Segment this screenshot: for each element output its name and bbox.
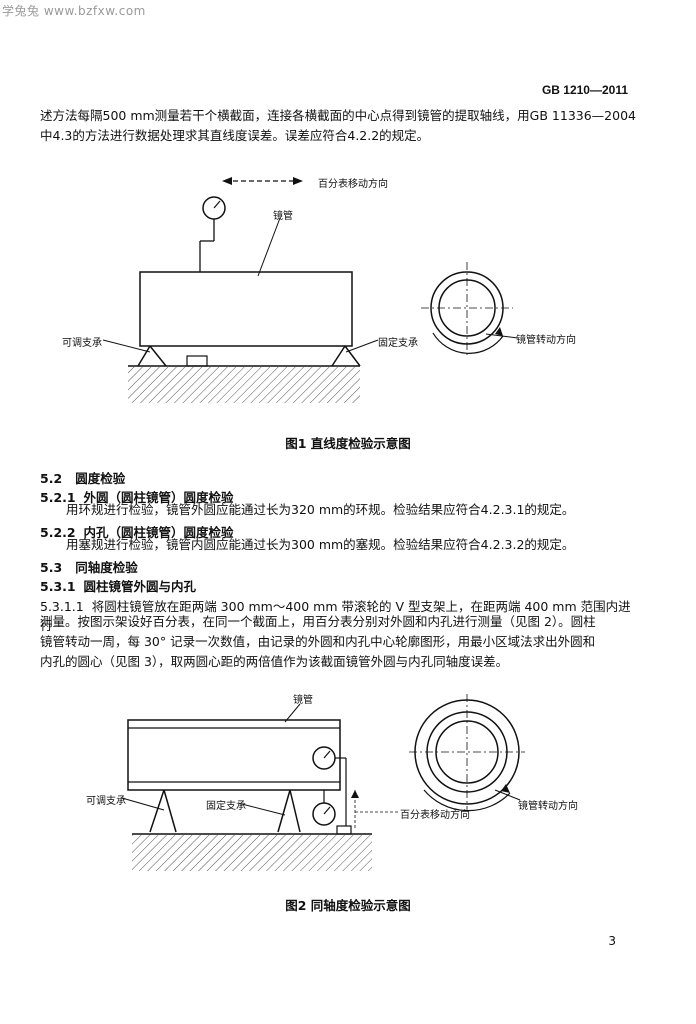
figure-2-caption: 图2 同轴度检验示意图	[285, 898, 411, 913]
section-5-3-heading: 5.3 同轴度检验	[40, 560, 138, 575]
watermark: 学兔兔 www.bzfxw.com	[2, 4, 146, 18]
inner-dial-gauge-icon	[312, 746, 347, 828]
ground-hatching-2	[132, 833, 372, 871]
mirror-pipe-side	[139, 271, 353, 347]
pipe-cross-section	[421, 262, 513, 356]
fig2-fixed-support-label: 固定支承	[206, 801, 246, 812]
fig1-pipe-label: 镜管	[273, 211, 293, 222]
fixed-support	[331, 345, 361, 367]
gauge-base-2	[336, 825, 352, 835]
section-5-3-1-heading: 5.3.1 圆柱镜管外圆与内孔	[40, 579, 197, 594]
fig1-direction-label: 百分表移动方向	[318, 179, 388, 190]
intro-line-1: 述方法每隔500 mm测量若干个横截面，连接各横截面的中心点得到镜管的提取轴线，…	[40, 108, 636, 123]
fig2-adjustable-support-label: 可调支承	[86, 796, 126, 807]
dial-gauge-icon	[199, 196, 226, 272]
page-number: 3	[608, 934, 616, 948]
section-5-3-1-1-line-2: 测量。按图示架设好百分表，在同一个截面上，用百分表分别对外圆和内孔进行测量（见图…	[40, 614, 596, 629]
figure-1-caption: 图1 直线度检验示意图	[285, 436, 411, 451]
section-5-3-1-1-line-4: 内孔的圆心（见图 3），取两圆心距的两倍值作为该截面镜管外圆与内孔同轴度误差。	[40, 654, 509, 669]
fig2-pipe-label: 镜管	[293, 695, 313, 706]
pipe-leader-line	[257, 217, 281, 277]
gauge-base	[186, 355, 208, 367]
section-5-2-1-body: 用环规进行检验，镜管外圆应能通过长为320 mm的环规。检验结果应符合4.2.3…	[66, 502, 575, 517]
section-5-2-heading: 5.2 圆度检验	[40, 471, 126, 486]
section-5-2-1-heading: 5.2.1 外圆（圆柱镜管）圆度检验	[40, 490, 234, 505]
outer-dial-gauge-icon	[312, 790, 336, 826]
section-5-2-2-body: 用塞规进行检验，镜管内圆应能通过长为300 mm的塞规。检验结果应符合4.2.3…	[66, 537, 575, 552]
section-5-3-1-1-line-1: 5.3.1.1 将圆柱镜管放在距两端 300 mm～400 mm 带滚轮的 V …	[40, 599, 631, 633]
fig2-direction-label: 百分表移动方向	[400, 810, 470, 821]
fixed-support-2	[277, 789, 301, 833]
adjustable-support-2	[149, 789, 177, 833]
fig1-rotation-label: 镜管转动方向	[516, 335, 576, 346]
ground-hatching	[128, 365, 360, 403]
fig1-fixed-support-label: 固定支承	[378, 338, 418, 349]
figure-1-straightness-diagram	[102, 177, 519, 403]
section-5-3-1-1-line-3: 镜管转动一周，每 30° 记录一次数值，由记录的外圆和内孔中心轮廓图形，用最小区…	[40, 634, 596, 649]
fig2-rotation-label: 镜管转动方向	[518, 801, 578, 812]
section-5-2-2-heading: 5.2.2 内孔（圆柱镜管）圆度检验	[40, 525, 234, 540]
standard-code: GB 1210—2011	[541, 83, 628, 97]
pipe-cross-section-2	[409, 694, 525, 812]
dial-gauge-direction-arrow	[222, 177, 303, 185]
figure-2-coaxiality-diagram	[121, 694, 525, 871]
intro-line-2: 中4.3的方法进行数据处理求其直线度误差。误差应符合4.2.2的规定。	[40, 128, 430, 143]
mirror-pipe-wall	[127, 719, 341, 791]
adjustable-support	[137, 345, 167, 367]
fig1-adjustable-support-label: 可调支承	[62, 338, 102, 349]
